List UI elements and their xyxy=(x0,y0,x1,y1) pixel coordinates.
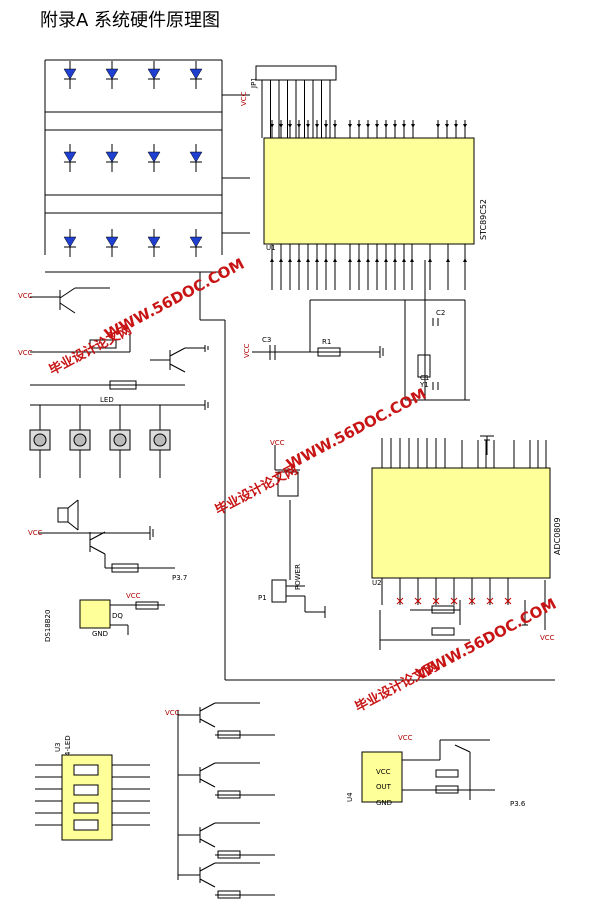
svg-text:P3.7: P3.7 xyxy=(172,574,187,582)
led-diode xyxy=(189,144,203,172)
svg-text:JP1: JP1 xyxy=(250,77,258,89)
svg-text:WWW.56DOC.COM: WWW.56DOC.COM xyxy=(283,385,429,474)
svg-text:U3: U3 xyxy=(54,742,62,752)
page-title: 附录A 系统硬件原理图 xyxy=(40,10,221,31)
led-diode xyxy=(105,61,119,89)
svg-text:OUT: OUT xyxy=(376,783,392,791)
svg-text:VCC: VCC xyxy=(540,634,555,642)
led-diode xyxy=(63,144,77,172)
led-matrix xyxy=(44,59,223,273)
svg-text:Y1: Y1 xyxy=(419,381,429,389)
led-diode xyxy=(63,61,77,89)
svg-text:LED: LED xyxy=(100,396,114,404)
led-diode xyxy=(105,144,119,172)
svg-text:P1: P1 xyxy=(258,594,267,602)
mcu-chip xyxy=(263,137,475,245)
svg-text:R1: R1 xyxy=(322,338,331,346)
svg-text:U2: U2 xyxy=(372,579,382,587)
svg-text:VCC: VCC xyxy=(126,592,141,600)
svg-text:毕业设计论文网: 毕业设计论文网 xyxy=(46,322,134,379)
svg-text:4-LED: 4-LED xyxy=(64,735,72,756)
svg-text:GND: GND xyxy=(376,799,392,807)
svg-text:VCC: VCC xyxy=(398,734,413,742)
digit-transistor xyxy=(178,702,275,739)
svg-text:P3.6: P3.6 xyxy=(510,800,526,808)
led-diode xyxy=(63,229,77,257)
digit-transistor xyxy=(178,762,275,799)
svg-text:C3: C3 xyxy=(262,336,271,344)
led-diode xyxy=(147,61,161,89)
led-diode xyxy=(189,61,203,89)
svg-text:C1: C1 xyxy=(420,374,429,382)
header-jp1 xyxy=(255,65,337,81)
svg-text:VCC: VCC xyxy=(243,343,251,358)
svg-text:DQ: DQ xyxy=(112,612,123,620)
power-connector xyxy=(271,579,287,603)
svg-text:VCC: VCC xyxy=(270,439,285,447)
svg-text:毕业设计论文网: 毕业设计论文网 xyxy=(352,659,440,716)
svg-text:VCC: VCC xyxy=(376,768,391,776)
push-button xyxy=(29,405,51,478)
svg-text:GND: GND xyxy=(92,630,108,638)
svg-text:U1: U1 xyxy=(266,244,276,252)
svg-text:POWER: POWER xyxy=(294,564,302,590)
led-diode xyxy=(189,229,203,257)
digit-transistor xyxy=(178,862,275,899)
led-diode xyxy=(147,229,161,257)
digit-transistor xyxy=(178,822,275,859)
svg-text:VCC: VCC xyxy=(240,91,248,106)
svg-text:ADC0809: ADC0809 xyxy=(553,517,562,555)
crystal-y1 xyxy=(417,354,431,378)
mcu-label: STC89C52 xyxy=(479,199,488,240)
sensor-module xyxy=(361,751,403,803)
svg-text:U4: U4 xyxy=(346,792,354,802)
adc-chip xyxy=(371,467,551,579)
svg-text:C2: C2 xyxy=(436,309,445,317)
svg-text:DS18B20: DS18B20 xyxy=(44,610,52,642)
svg-text:VCC: VCC xyxy=(165,709,180,717)
push-button xyxy=(109,405,131,478)
push-button xyxy=(69,405,91,478)
led-diode xyxy=(147,144,161,172)
push-button xyxy=(149,405,171,478)
svg-text:VCC: VCC xyxy=(18,292,33,300)
svg-text:VCC: VCC xyxy=(18,349,33,357)
led-diode xyxy=(105,229,119,257)
svg-text:毕业设计论文网: 毕业设计论文网 xyxy=(212,462,300,519)
svg-text:VCC: VCC xyxy=(28,529,43,537)
